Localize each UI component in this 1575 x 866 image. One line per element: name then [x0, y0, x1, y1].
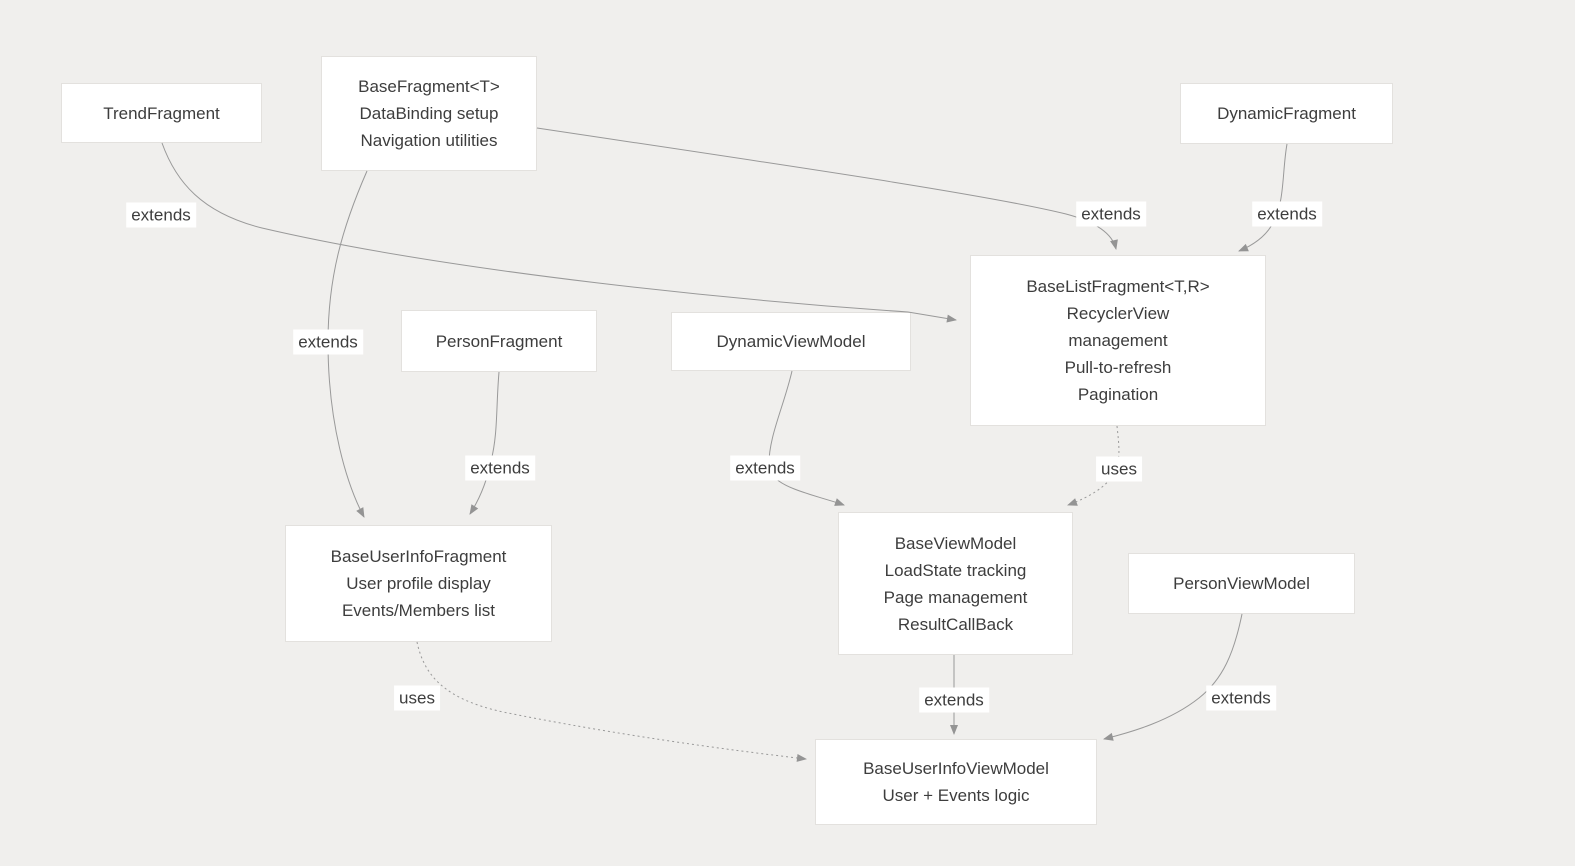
edge-label-extends: extends: [293, 329, 363, 355]
node-trend-fragment: TrendFragment: [61, 83, 262, 143]
node-title: PersonViewModel: [1173, 574, 1310, 593]
edge-label-extends: extends: [1076, 201, 1146, 227]
node-title: BaseViewModel: [894, 533, 1017, 553]
node-base-list-fragment: BaseListFragment<T,R> RecyclerView manag…: [970, 255, 1266, 426]
node-base-view-model: BaseViewModel LoadState tracking Page ma…: [838, 512, 1073, 655]
edge-label-extends: extends: [919, 687, 989, 713]
edge-label-extends: extends: [465, 455, 535, 481]
edge-label-extends: extends: [126, 202, 196, 228]
node-detail: Page management: [883, 587, 1028, 607]
node-title: DynamicFragment: [1217, 104, 1356, 123]
node-detail: User + Events logic: [882, 786, 1030, 805]
node-detail: User profile display: [346, 574, 491, 593]
edge-label-extends: extends: [1206, 685, 1276, 711]
node-detail: Pagination: [1077, 385, 1159, 404]
edge-label-extends: extends: [1252, 201, 1322, 227]
node-title: DynamicViewModel: [716, 332, 866, 351]
node-person-view-model: PersonViewModel: [1128, 553, 1355, 614]
node-base-user-info-view-model: BaseUserInfoViewModel User + Events logi…: [815, 739, 1097, 825]
node-detail: Pull-to-refresh: [1064, 358, 1172, 377]
node-title: BaseFragment<T>: [358, 77, 500, 96]
node-title: TrendFragment: [103, 103, 220, 123]
edge-label-uses: uses: [394, 685, 440, 711]
node-title: PersonFragment: [435, 331, 563, 351]
node-detail: DataBinding setup: [359, 104, 499, 123]
edge-label-uses: uses: [1096, 456, 1142, 482]
edge-label-extends: extends: [730, 455, 800, 481]
node-detail: LoadState tracking: [884, 560, 1027, 580]
node-base-user-info-fragment: BaseUserInfoFragment User profile displa…: [285, 525, 552, 642]
node-detail: Events/Members list: [341, 601, 496, 620]
node-detail: RecyclerView: [1066, 304, 1170, 323]
node-dynamic-fragment: DynamicFragment: [1180, 83, 1393, 144]
node-title: BaseListFragment<T,R>: [1026, 277, 1210, 296]
node-detail: ResultCallBack: [897, 614, 1014, 634]
node-title: BaseUserInfoFragment: [330, 547, 507, 566]
node-detail: management: [1068, 331, 1168, 350]
node-title: BaseUserInfoViewModel: [863, 759, 1049, 778]
